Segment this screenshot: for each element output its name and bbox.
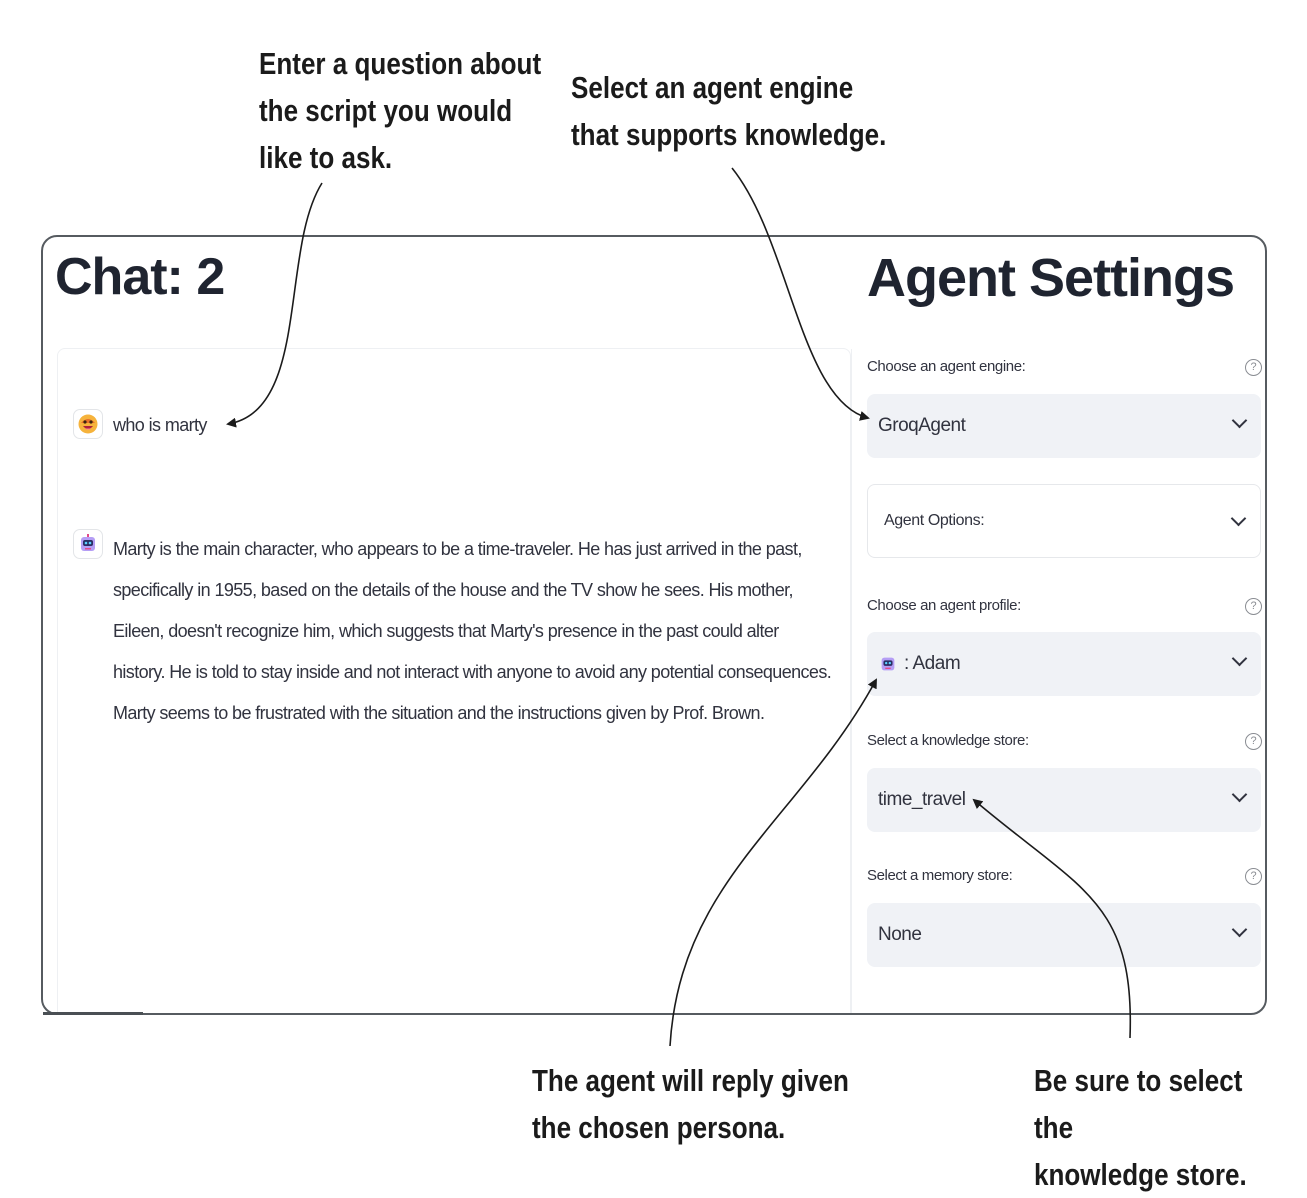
knowledge-label: Select a knowledge store:	[867, 732, 1029, 749]
callout-persona: The agent will reply given the chosen pe…	[532, 1063, 849, 1145]
engine-select-value: GroqAgent	[878, 415, 966, 436]
profile-label: Choose an agent profile:	[867, 597, 1021, 614]
chat-message-text: who is marty	[113, 415, 207, 435]
chat-message-assistant: Marty is the main character, who appears…	[73, 529, 833, 734]
knowledge-select[interactable]: time_travel	[867, 768, 1261, 832]
sidebar-divider	[851, 349, 852, 1013]
engine-label: Choose an agent engine:	[867, 358, 1026, 375]
profile-help-icon[interactable]: ?	[1245, 598, 1262, 615]
memory-select[interactable]: None	[867, 903, 1261, 967]
callout-engine: Select an agent engine that supports kno…	[571, 70, 887, 152]
memory-label: Select a memory store:	[867, 867, 1013, 884]
smiley-emoji-icon	[78, 414, 98, 434]
frame-accent	[43, 1012, 143, 1015]
robot-emoji-icon	[81, 534, 95, 551]
agent-options-label: Agent Options:	[884, 512, 985, 529]
arrow-persona	[669, 678, 877, 1047]
settings-title: Agent Settings	[867, 248, 1235, 308]
callout-question: Enter a question about the script you wo…	[259, 46, 542, 175]
arrow-engine	[731, 167, 870, 421]
engine-help-icon[interactable]: ?	[1245, 359, 1262, 376]
engine-select[interactable]: GroqAgent	[867, 394, 1261, 458]
chat-message-user: who is marty	[73, 409, 833, 441]
profile-select[interactable]: : Adam	[867, 632, 1261, 696]
robot-emoji-icon	[881, 657, 895, 671]
user-avatar	[73, 409, 103, 439]
chat-title: Chat: 2	[55, 248, 225, 306]
knowledge-select-value: time_travel	[878, 789, 966, 810]
profile-select-value: : Adam	[904, 653, 961, 674]
annotation-arrows	[226, 167, 1132, 1047]
knowledge-help-icon[interactable]: ?	[1245, 733, 1262, 750]
arrow-question	[226, 182, 323, 428]
memory-help-icon[interactable]: ?	[1245, 868, 1262, 885]
app-window: Chat: 2 Agent Settings who is marty	[41, 235, 1267, 1015]
memory-select-value: None	[878, 924, 922, 945]
assistant-avatar	[73, 529, 103, 559]
agent-options-expander[interactable]: Agent Options:	[867, 484, 1261, 558]
chat-panel	[57, 348, 851, 1013]
chat-message-text: Marty is the main character, who appears…	[113, 539, 832, 723]
arrow-knowledge	[972, 798, 1132, 1039]
